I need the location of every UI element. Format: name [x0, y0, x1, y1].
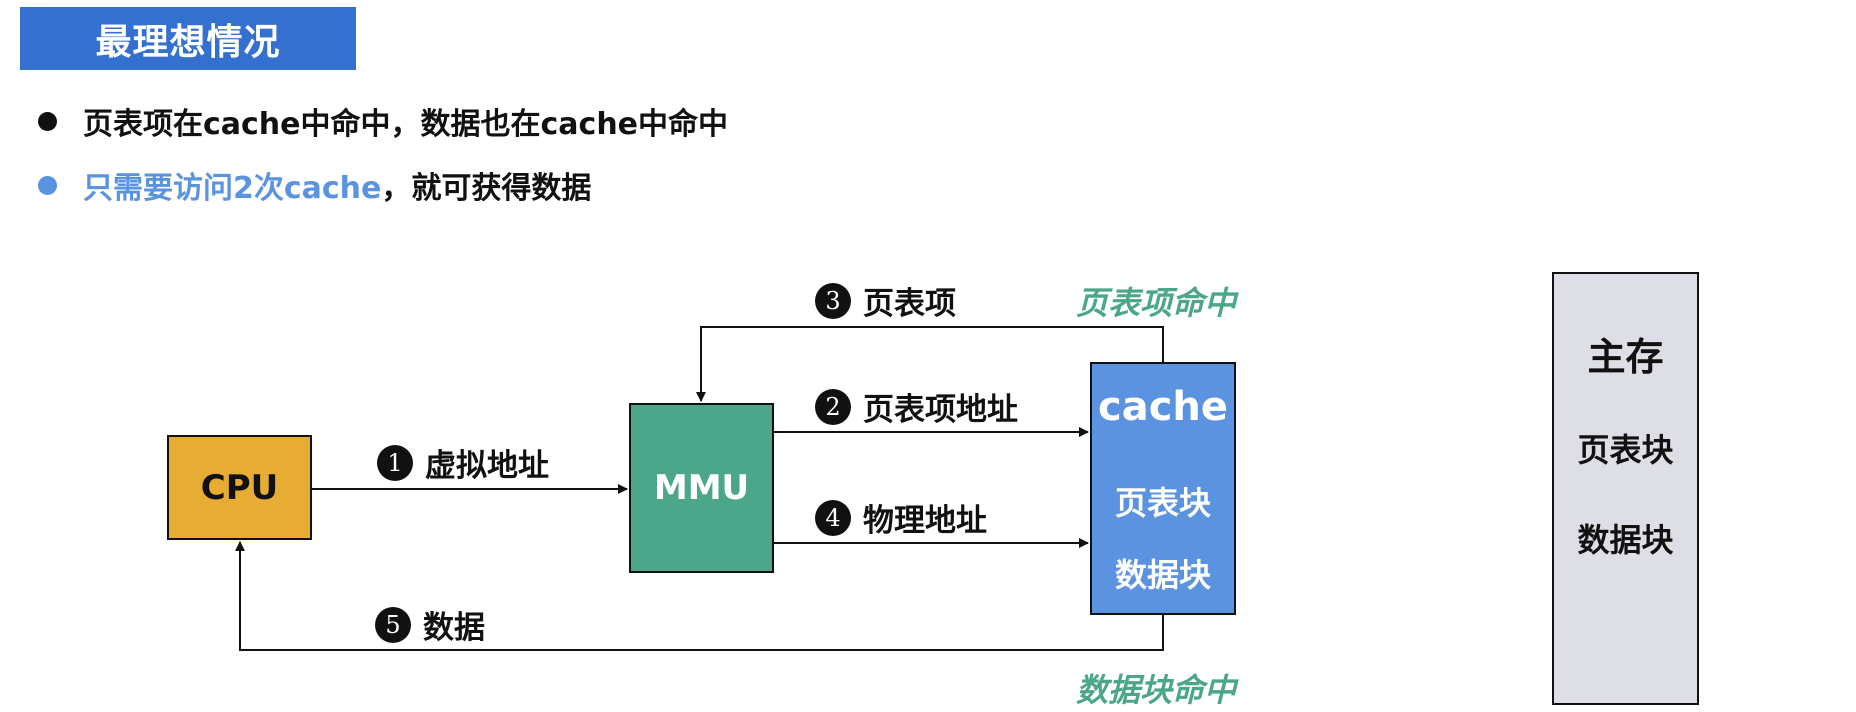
memory-label: 主存: [1587, 335, 1664, 379]
cache-node: cache 页表块 数据块: [1090, 362, 1236, 615]
step-3-text: 页表项: [863, 286, 956, 322]
step-number-icon: 5: [375, 606, 411, 643]
step-2-label: 2 页表项地址: [815, 384, 1018, 429]
step-1-text: 虚拟地址: [425, 448, 549, 484]
cache-data-block: 数据块: [1114, 556, 1211, 594]
data-hit-annotation: 数据块命中: [1076, 671, 1237, 709]
main-memory-node: 主存 页表块 数据块: [1552, 272, 1699, 705]
cache-label: cache: [1097, 384, 1229, 430]
step-4-text: 物理地址: [863, 503, 987, 539]
step-3-label: 3 页表项: [815, 278, 956, 323]
step-2-text: 页表项地址: [863, 392, 1018, 428]
arrow-step-5: [235, 541, 1164, 651]
step-number-icon: 3: [815, 282, 851, 319]
bullet-dot-icon: [38, 111, 57, 131]
bullet-2: 只需要访问2次cache ，就可获得数据: [38, 163, 591, 207]
mmu-label: MMU: [653, 468, 750, 508]
bullet-1-text: 页表项在cache中命中，数据也在cache中命中: [83, 107, 729, 142]
bullet-2-text: ，就可获得数据: [381, 171, 592, 206]
step-5-text: 数据: [423, 610, 485, 646]
section-title: 最理想情况: [20, 7, 356, 70]
arrow-step-3: [696, 326, 1164, 402]
bullet-1: 页表项在cache中命中，数据也在cache中命中: [38, 99, 728, 143]
bullet-dot-icon: [38, 175, 57, 195]
step-number-icon: 1: [377, 444, 413, 481]
memory-page-table-block: 页表块: [1577, 431, 1674, 469]
memory-data-block: 数据块: [1577, 521, 1674, 559]
cpu-label: CPU: [200, 467, 279, 508]
step-1-label: 1 虚拟地址: [377, 440, 549, 485]
pte-hit-annotation: 页表项命中: [1076, 284, 1237, 322]
mmu-node: MMU: [629, 403, 774, 573]
cache-page-table-block: 页表块: [1114, 484, 1211, 522]
step-5-label: 5 数据: [375, 602, 485, 647]
cpu-node: CPU: [167, 435, 312, 540]
bullet-2-highlight: 只需要访问2次cache: [83, 171, 382, 206]
step-4-label: 4 物理地址: [815, 495, 987, 540]
step-number-icon: 2: [815, 388, 851, 425]
step-number-icon: 4: [815, 499, 851, 536]
